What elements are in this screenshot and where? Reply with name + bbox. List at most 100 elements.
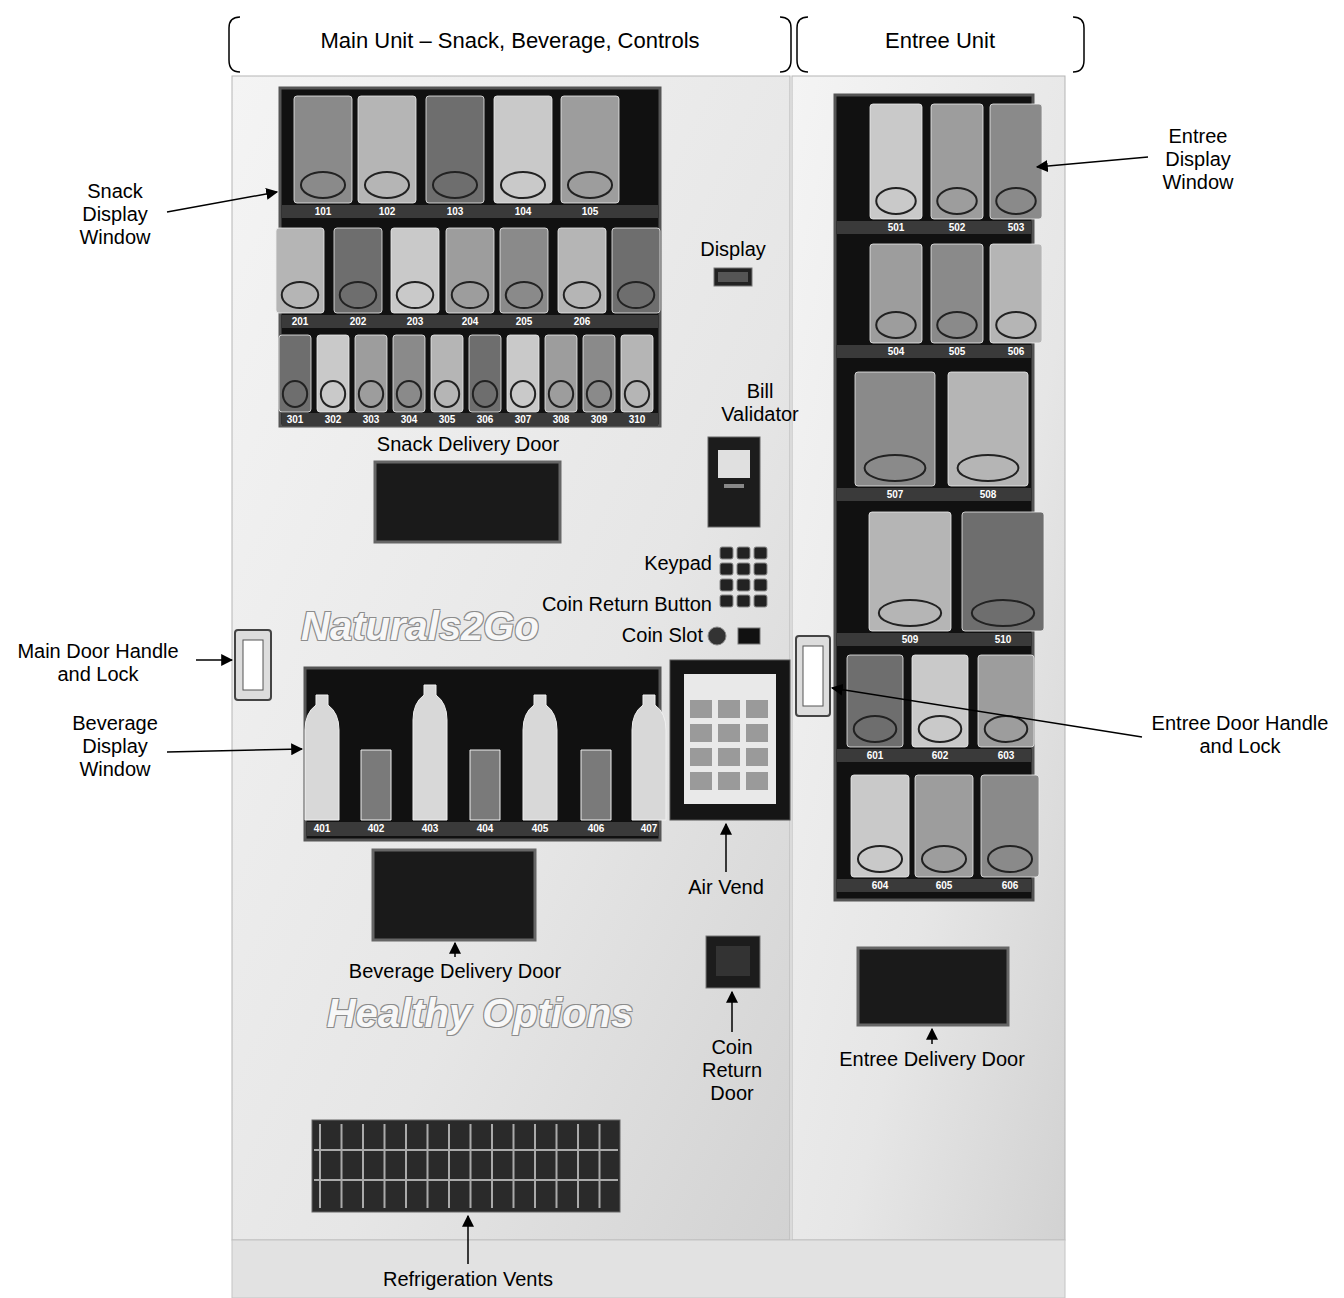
spiral-coil (996, 312, 1036, 338)
refrigeration-vents (312, 1120, 620, 1212)
shelf-rail (282, 205, 658, 218)
vent-slat (491, 1124, 493, 1208)
slot-number: 310 (620, 414, 654, 426)
unit-heading: Entree Unit (840, 28, 1040, 53)
shelf-rail (282, 315, 658, 328)
leader-line (467, 1216, 469, 1264)
product-package (446, 228, 494, 313)
snack-window (280, 88, 660, 426)
beverage-delivery-door (373, 850, 535, 940)
product-package (612, 228, 660, 313)
keypad-key (720, 579, 733, 591)
vent-slat (384, 1124, 386, 1208)
shelf-rail (837, 488, 1031, 501)
part-label: Keypad (612, 552, 712, 575)
entree-door-handle (796, 636, 830, 716)
slot-number: 505 (940, 346, 974, 358)
vent-slat (319, 1124, 321, 1208)
product-package (931, 244, 983, 343)
air-vend (670, 660, 790, 820)
screen-tile (746, 724, 768, 742)
slot-number: 206 (565, 316, 599, 328)
vent-slat (534, 1124, 536, 1208)
product-package (621, 335, 653, 412)
beverage-bottle (413, 685, 447, 820)
spiral-coil (879, 600, 941, 626)
keypad (720, 547, 767, 607)
spiral-coil (283, 381, 307, 407)
slot-number: 509 (893, 634, 927, 646)
snack-delivery-door (375, 462, 560, 542)
screen-tile (718, 748, 740, 766)
product-package (990, 104, 1042, 219)
watermark: Healthy Options (315, 990, 645, 1036)
spiral-coil (876, 312, 916, 338)
watermark: Naturals2Go (285, 603, 555, 649)
screen-tile (746, 748, 768, 766)
shelf-rail (837, 879, 1031, 892)
screen-tile (690, 748, 712, 766)
part-label: Coin Return Door (697, 1036, 767, 1105)
spiral-coil (501, 172, 545, 198)
product-stock (276, 96, 1044, 892)
shelf-rail (282, 413, 658, 426)
shelf-rail (837, 633, 1031, 646)
product-package (500, 228, 548, 313)
product-package (431, 335, 463, 412)
vent-slat (470, 1124, 472, 1208)
air-vend-screen (684, 674, 776, 804)
slot-number: 404 (468, 823, 502, 835)
spiral-coil (511, 381, 535, 407)
slot-number: 401 (305, 823, 339, 835)
beverage-bottle (305, 695, 339, 820)
slot-number: 502 (940, 222, 974, 234)
slot-number: 103 (438, 206, 472, 218)
slot-number: 101 (306, 206, 340, 218)
vent-slat (513, 1124, 515, 1208)
slot-number: 506 (999, 346, 1033, 358)
product-package (583, 335, 615, 412)
shelf-rail (837, 221, 1031, 234)
slot-number: 303 (354, 414, 388, 426)
spiral-coil (618, 282, 654, 308)
part-label: Main Door Handle and Lock (3, 640, 193, 686)
slot-number: 606 (993, 880, 1027, 892)
spiral-coil (359, 381, 383, 407)
shelf-rail (837, 345, 1031, 358)
spiral-coil (365, 172, 409, 198)
vent-slat (556, 1124, 558, 1208)
coin-return-button (708, 627, 726, 645)
product-package (494, 96, 552, 203)
part-label: Beverage Display Window (65, 712, 165, 781)
product-package (355, 335, 387, 412)
shelf-rail (837, 749, 1031, 762)
entree-delivery-door (858, 948, 1008, 1025)
cabinet-base (232, 1240, 1065, 1298)
spiral-coil (506, 282, 542, 308)
slot-number: 304 (392, 414, 426, 426)
spiral-coil (473, 381, 497, 407)
keypad-key (737, 563, 750, 575)
product-package (855, 372, 935, 486)
spiral-coil (996, 188, 1036, 214)
bracket (797, 17, 808, 72)
main-cabinet (232, 76, 790, 1240)
spiral-coil (988, 846, 1032, 872)
slot-number: 204 (453, 316, 487, 328)
product-package (334, 228, 382, 313)
product-package (912, 655, 968, 747)
vent-slat (341, 1124, 343, 1208)
product-package (317, 335, 349, 412)
product-package (990, 244, 1042, 343)
slot-number: 503 (999, 222, 1033, 234)
keypad-key (720, 563, 733, 575)
product-package (393, 335, 425, 412)
product-package (847, 655, 903, 747)
part-label: Display (688, 238, 778, 261)
part-label: Beverage Delivery Door (325, 960, 585, 983)
spiral-coil (452, 282, 488, 308)
spiral-coil (937, 188, 977, 214)
slot-number: 308 (544, 414, 578, 426)
vent-slat (314, 1179, 618, 1181)
